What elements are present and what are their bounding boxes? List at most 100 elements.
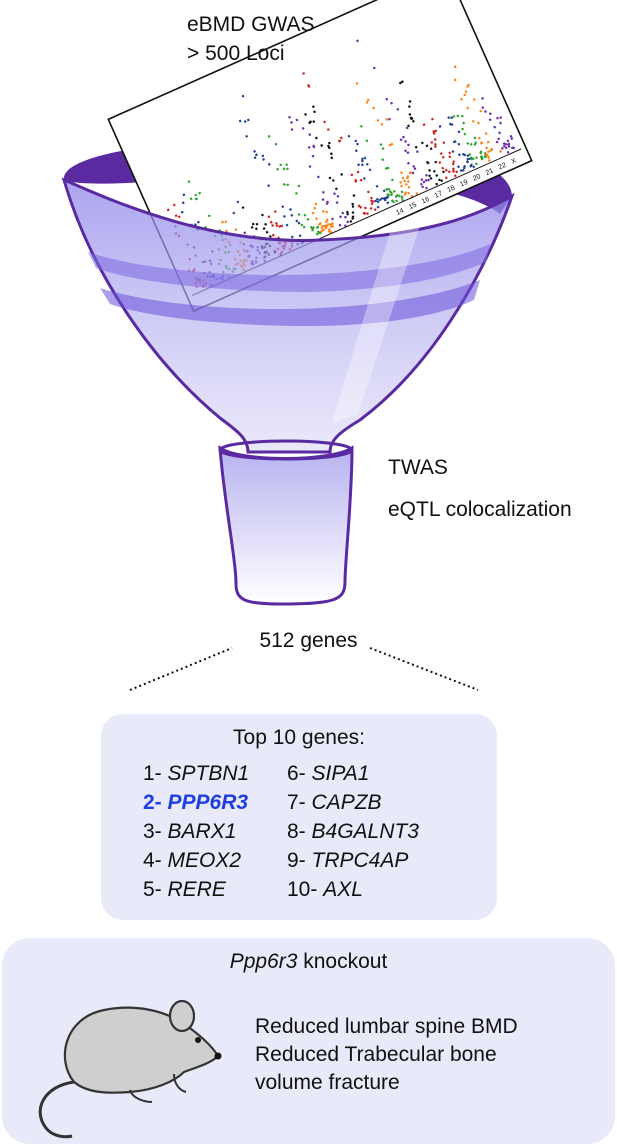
manhattan-point	[479, 109, 483, 113]
manhattan-point	[354, 139, 358, 143]
manhattan-point	[497, 137, 501, 141]
manhattan-point	[376, 118, 380, 122]
chromosome-label: 20	[472, 173, 482, 183]
manhattan-point	[355, 82, 359, 85]
manhattan-point	[312, 120, 316, 123]
manhattan-point	[466, 160, 470, 164]
manhattan-point	[243, 231, 247, 235]
manhattan-point	[295, 118, 299, 122]
manhattan-point	[329, 230, 333, 234]
gwas-title: eBMD GWAS > 500 Loci	[187, 10, 315, 68]
funnel-neck	[218, 439, 354, 461]
manhattan-point	[495, 140, 499, 144]
manhattan-point	[282, 167, 286, 171]
manhattan-point	[453, 65, 457, 69]
manhattan-point	[401, 198, 405, 202]
manhattan-point	[502, 142, 506, 146]
manhattan-point	[484, 132, 488, 136]
manhattan-point	[392, 189, 396, 193]
manhattan-point	[360, 159, 364, 163]
gene-symbol: AXL	[323, 878, 363, 901]
manhattan-point	[489, 149, 493, 153]
manhattan-point	[411, 171, 415, 175]
manhattan-point	[318, 222, 322, 226]
manhattan-point	[290, 213, 294, 217]
gene-rank: 10-	[287, 878, 324, 901]
manhattan-point	[360, 157, 364, 161]
manhattan-point	[343, 215, 347, 219]
manhattan-point	[290, 128, 294, 132]
manhattan-point	[487, 150, 490, 154]
manhattan-point	[189, 197, 193, 201]
manhattan-point	[473, 136, 477, 140]
manhattan-point	[331, 217, 334, 221]
manhattan-point	[351, 211, 355, 215]
funnel-highlight	[332, 226, 420, 422]
manhattan-point	[196, 220, 200, 224]
manhattan-point	[275, 224, 279, 228]
manhattan-point	[444, 168, 448, 172]
manhattan-point	[311, 211, 315, 215]
manhattan-point	[370, 196, 373, 200]
manhattan-point	[435, 174, 439, 177]
manhattan-point	[225, 229, 229, 233]
manhattan-point	[471, 119, 475, 123]
manhattan-point	[447, 116, 451, 119]
manhattan-point	[352, 194, 356, 197]
manhattan-point	[245, 134, 249, 138]
manhattan-point	[346, 220, 350, 224]
manhattan-point	[456, 114, 460, 118]
dotted-line-right	[369, 647, 479, 691]
manhattan-point	[483, 110, 487, 114]
gene-item: 6- SIPA1	[287, 762, 370, 786]
manhattan-point	[368, 168, 372, 172]
manhattan-point	[269, 220, 273, 224]
funnel-band-upper	[88, 244, 490, 292]
manhattan-point	[471, 157, 475, 161]
gwas-title-line2: > 500 Loci	[187, 42, 285, 65]
gene-item: 5- RERE	[143, 878, 226, 902]
manhattan-point	[460, 114, 464, 118]
manhattan-point	[268, 234, 272, 238]
gene-symbol: CAPZB	[311, 791, 382, 814]
manhattan-point	[337, 139, 341, 143]
manhattan-point	[481, 96, 484, 100]
funnel-band-lower	[100, 280, 480, 326]
manhattan-point	[262, 157, 265, 161]
manhattan-point	[374, 199, 378, 203]
manhattan-point	[340, 173, 344, 176]
manhattan-point	[271, 233, 275, 237]
manhattan-point	[194, 193, 198, 197]
manhattan-point	[457, 165, 460, 169]
gene-symbol: SPTBN1	[167, 762, 250, 785]
manhattan-point	[398, 81, 402, 85]
manhattan-point	[311, 154, 315, 158]
manhattan-point	[400, 190, 404, 194]
chromosome-label: 18	[446, 185, 456, 195]
manhattan-point	[419, 182, 423, 186]
manhattan-point	[404, 140, 408, 143]
manhattan-point	[466, 157, 470, 161]
manhattan-point	[507, 144, 511, 148]
chromosome-label: 17	[434, 190, 444, 200]
manhattan-point	[406, 176, 409, 180]
manhattan-point	[401, 176, 405, 180]
manhattan-point	[331, 224, 335, 228]
manhattan-point	[335, 201, 339, 204]
manhattan-point	[300, 223, 304, 227]
manhattan-point	[407, 185, 411, 189]
gwas-title-line1: eBMD GWAS	[187, 13, 315, 36]
manhattan-point	[390, 142, 394, 146]
manhattan-point	[405, 126, 409, 130]
manhattan-point	[385, 97, 389, 101]
knockout-title: Ppp6r3 knockout	[2, 950, 615, 974]
manhattan-point	[399, 181, 403, 184]
manhattan-point	[433, 137, 437, 141]
manhattan-point	[400, 80, 404, 84]
manhattan-point	[297, 184, 301, 188]
manhattan-point	[386, 201, 390, 205]
manhattan-point	[307, 145, 311, 149]
manhattan-point	[437, 178, 441, 182]
manhattan-point	[479, 151, 483, 155]
gene-symbol: RERE	[167, 878, 226, 901]
